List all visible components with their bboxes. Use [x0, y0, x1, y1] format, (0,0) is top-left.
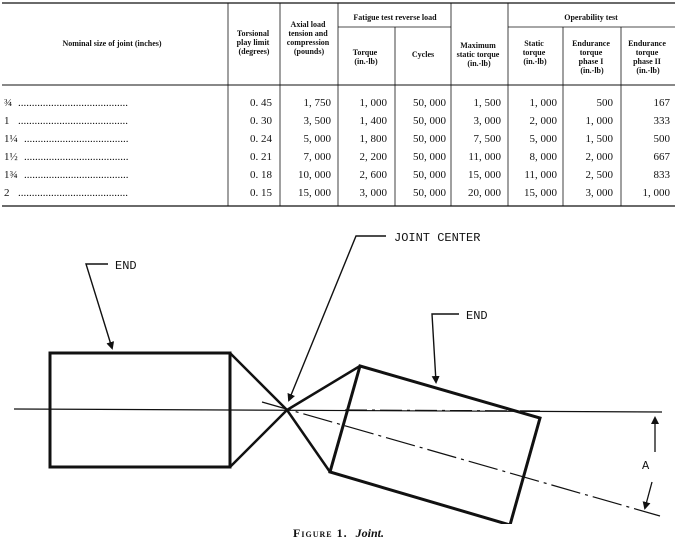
cell-endurance-2: 1, 000 — [643, 187, 671, 199]
cell-torque: 1, 400 — [360, 115, 388, 127]
cell-cycles: 50, 000 — [413, 151, 447, 163]
label-end-left: END — [115, 259, 137, 273]
row-size: ¾ — [4, 97, 12, 109]
header-endurance-phase-2: Endurance torque phase II (in.-lb) — [628, 39, 668, 75]
cell-endurance-2: 833 — [654, 169, 671, 181]
end-left-leader — [85, 263, 115, 350]
cell-endurance-1: 500 — [597, 97, 614, 109]
table-row: ¾ ......................................… — [4, 97, 671, 109]
cell-axial: 5, 000 — [304, 133, 332, 145]
cell-cycles: 50, 000 — [413, 97, 447, 109]
end-right-leader — [431, 313, 459, 384]
reference-axis-line — [13, 408, 663, 413]
cell-axial: 10, 000 — [298, 169, 332, 181]
label-end-right: END — [466, 309, 488, 323]
header-torsional: Torsional play limit (degrees) — [237, 29, 272, 56]
cell-static: 15, 000 — [524, 187, 558, 199]
row-leader-dots: ........................................ — [18, 115, 128, 127]
cell-endurance-2: 500 — [654, 133, 671, 145]
cell-endurance-1: 3, 000 — [586, 187, 614, 199]
row-size: 1 — [4, 115, 10, 127]
cell-torque: 1, 800 — [360, 133, 388, 145]
table-row: 2 ......................................… — [4, 187, 671, 199]
cell-play: 0. 30 — [250, 115, 273, 127]
cell-static: 5, 000 — [530, 133, 558, 145]
cell-endurance-1: 2, 000 — [586, 151, 614, 163]
left-cone-upper — [229, 352, 288, 411]
table-row: 1 ......................................… — [4, 115, 671, 127]
header-operability-group: Operability test — [564, 13, 618, 22]
row-leader-dots: ........................................ — [18, 97, 128, 109]
cell-axial: 1, 750 — [304, 97, 332, 109]
header-axial-load: Axial load tension and compression (poun… — [287, 20, 332, 56]
cell-cycles: 50, 000 — [413, 133, 447, 145]
caption-title: Joint. — [355, 526, 384, 540]
header-static-torque: Static torque (in.-lb) — [523, 39, 548, 66]
header-cycles: Cycles — [412, 50, 434, 59]
cell-cycles: 50, 000 — [413, 169, 447, 181]
header-endurance-phase-1: Endurance torque phase I (in.-lb) — [572, 39, 612, 75]
row-leader-dots: ........................................ — [18, 187, 128, 199]
cell-cycles: 50, 000 — [413, 187, 447, 199]
header-torque: Torque (in.-lb) — [353, 48, 379, 66]
cell-endurance-1: 1, 500 — [586, 133, 614, 145]
cell-endurance-2: 333 — [654, 115, 671, 127]
header-max-static-torque: Maximum static torque (in.-lb) — [457, 41, 502, 68]
table-row: 1¼ .....................................… — [4, 133, 671, 145]
cell-play: 0. 15 — [250, 187, 273, 199]
inclined-center-line — [261, 401, 661, 517]
header-fatigue-group: Fatigue test reverse load — [353, 13, 437, 22]
row-leader-dots: ...................................... — [24, 133, 129, 145]
table-row: 1½ .....................................… — [4, 151, 671, 163]
cell-max-static: 3, 000 — [474, 115, 502, 127]
angle-dimension-lower — [642, 481, 653, 510]
cell-axial: 3, 500 — [304, 115, 332, 127]
joint-figure: JOINT CENTER END END A — [13, 231, 663, 524]
cell-static: 8, 000 — [530, 151, 558, 163]
cell-static: 11, 000 — [524, 169, 557, 181]
cell-torque: 2, 600 — [360, 169, 388, 181]
cell-axial: 7, 000 — [304, 151, 332, 163]
cell-endurance-1: 2, 500 — [586, 169, 614, 181]
cell-cycles: 50, 000 — [413, 115, 447, 127]
row-size: 1½ — [4, 151, 18, 163]
left-cone-lower — [229, 409, 288, 468]
row-leader-dots: ...................................... — [24, 151, 129, 163]
cell-torque: 3, 000 — [360, 187, 388, 199]
left-end-block — [48, 351, 232, 469]
right-cone-upper — [286, 364, 361, 412]
cell-endurance-1: 1, 000 — [586, 115, 614, 127]
label-joint-center: JOINT CENTER — [394, 231, 480, 245]
row-leader-dots: ...................................... — [24, 169, 129, 181]
row-size: 1¼ — [4, 133, 18, 145]
cell-torque: 2, 200 — [360, 151, 388, 163]
specification-table: Nominal size of joint (inches) Torsional… — [2, 2, 675, 207]
label-angle-a: A — [642, 459, 650, 473]
right-cone-lower — [285, 409, 332, 473]
row-size: 1¾ — [4, 169, 18, 181]
cell-play: 0. 24 — [250, 133, 273, 145]
cell-max-static: 11, 000 — [468, 151, 501, 163]
cell-max-static: 15, 000 — [468, 169, 502, 181]
cell-max-static: 20, 000 — [468, 187, 502, 199]
figure-caption: Figure 1. Joint. — [0, 526, 677, 541]
cell-play: 0. 45 — [250, 97, 273, 109]
cell-static: 1, 000 — [530, 97, 558, 109]
joint-center-leader — [287, 235, 386, 402]
cell-endurance-2: 167 — [654, 97, 671, 109]
right-end-block — [328, 364, 542, 524]
table-row: 1¾ .....................................… — [4, 169, 671, 181]
cell-torque: 1, 000 — [360, 97, 388, 109]
cell-max-static: 7, 500 — [474, 133, 502, 145]
cell-max-static: 1, 500 — [474, 97, 502, 109]
row-size: 2 — [4, 187, 10, 199]
cell-axial: 15, 000 — [298, 187, 332, 199]
cell-static: 2, 000 — [530, 115, 558, 127]
cell-play: 0. 18 — [250, 169, 273, 181]
header-nominal-size: Nominal size of joint (inches) — [62, 39, 161, 48]
cell-endurance-2: 667 — [654, 151, 671, 163]
cell-play: 0. 21 — [250, 151, 272, 163]
axis-dash-dot — [344, 409, 541, 412]
caption-figure-number: Figure 1. — [293, 526, 348, 540]
